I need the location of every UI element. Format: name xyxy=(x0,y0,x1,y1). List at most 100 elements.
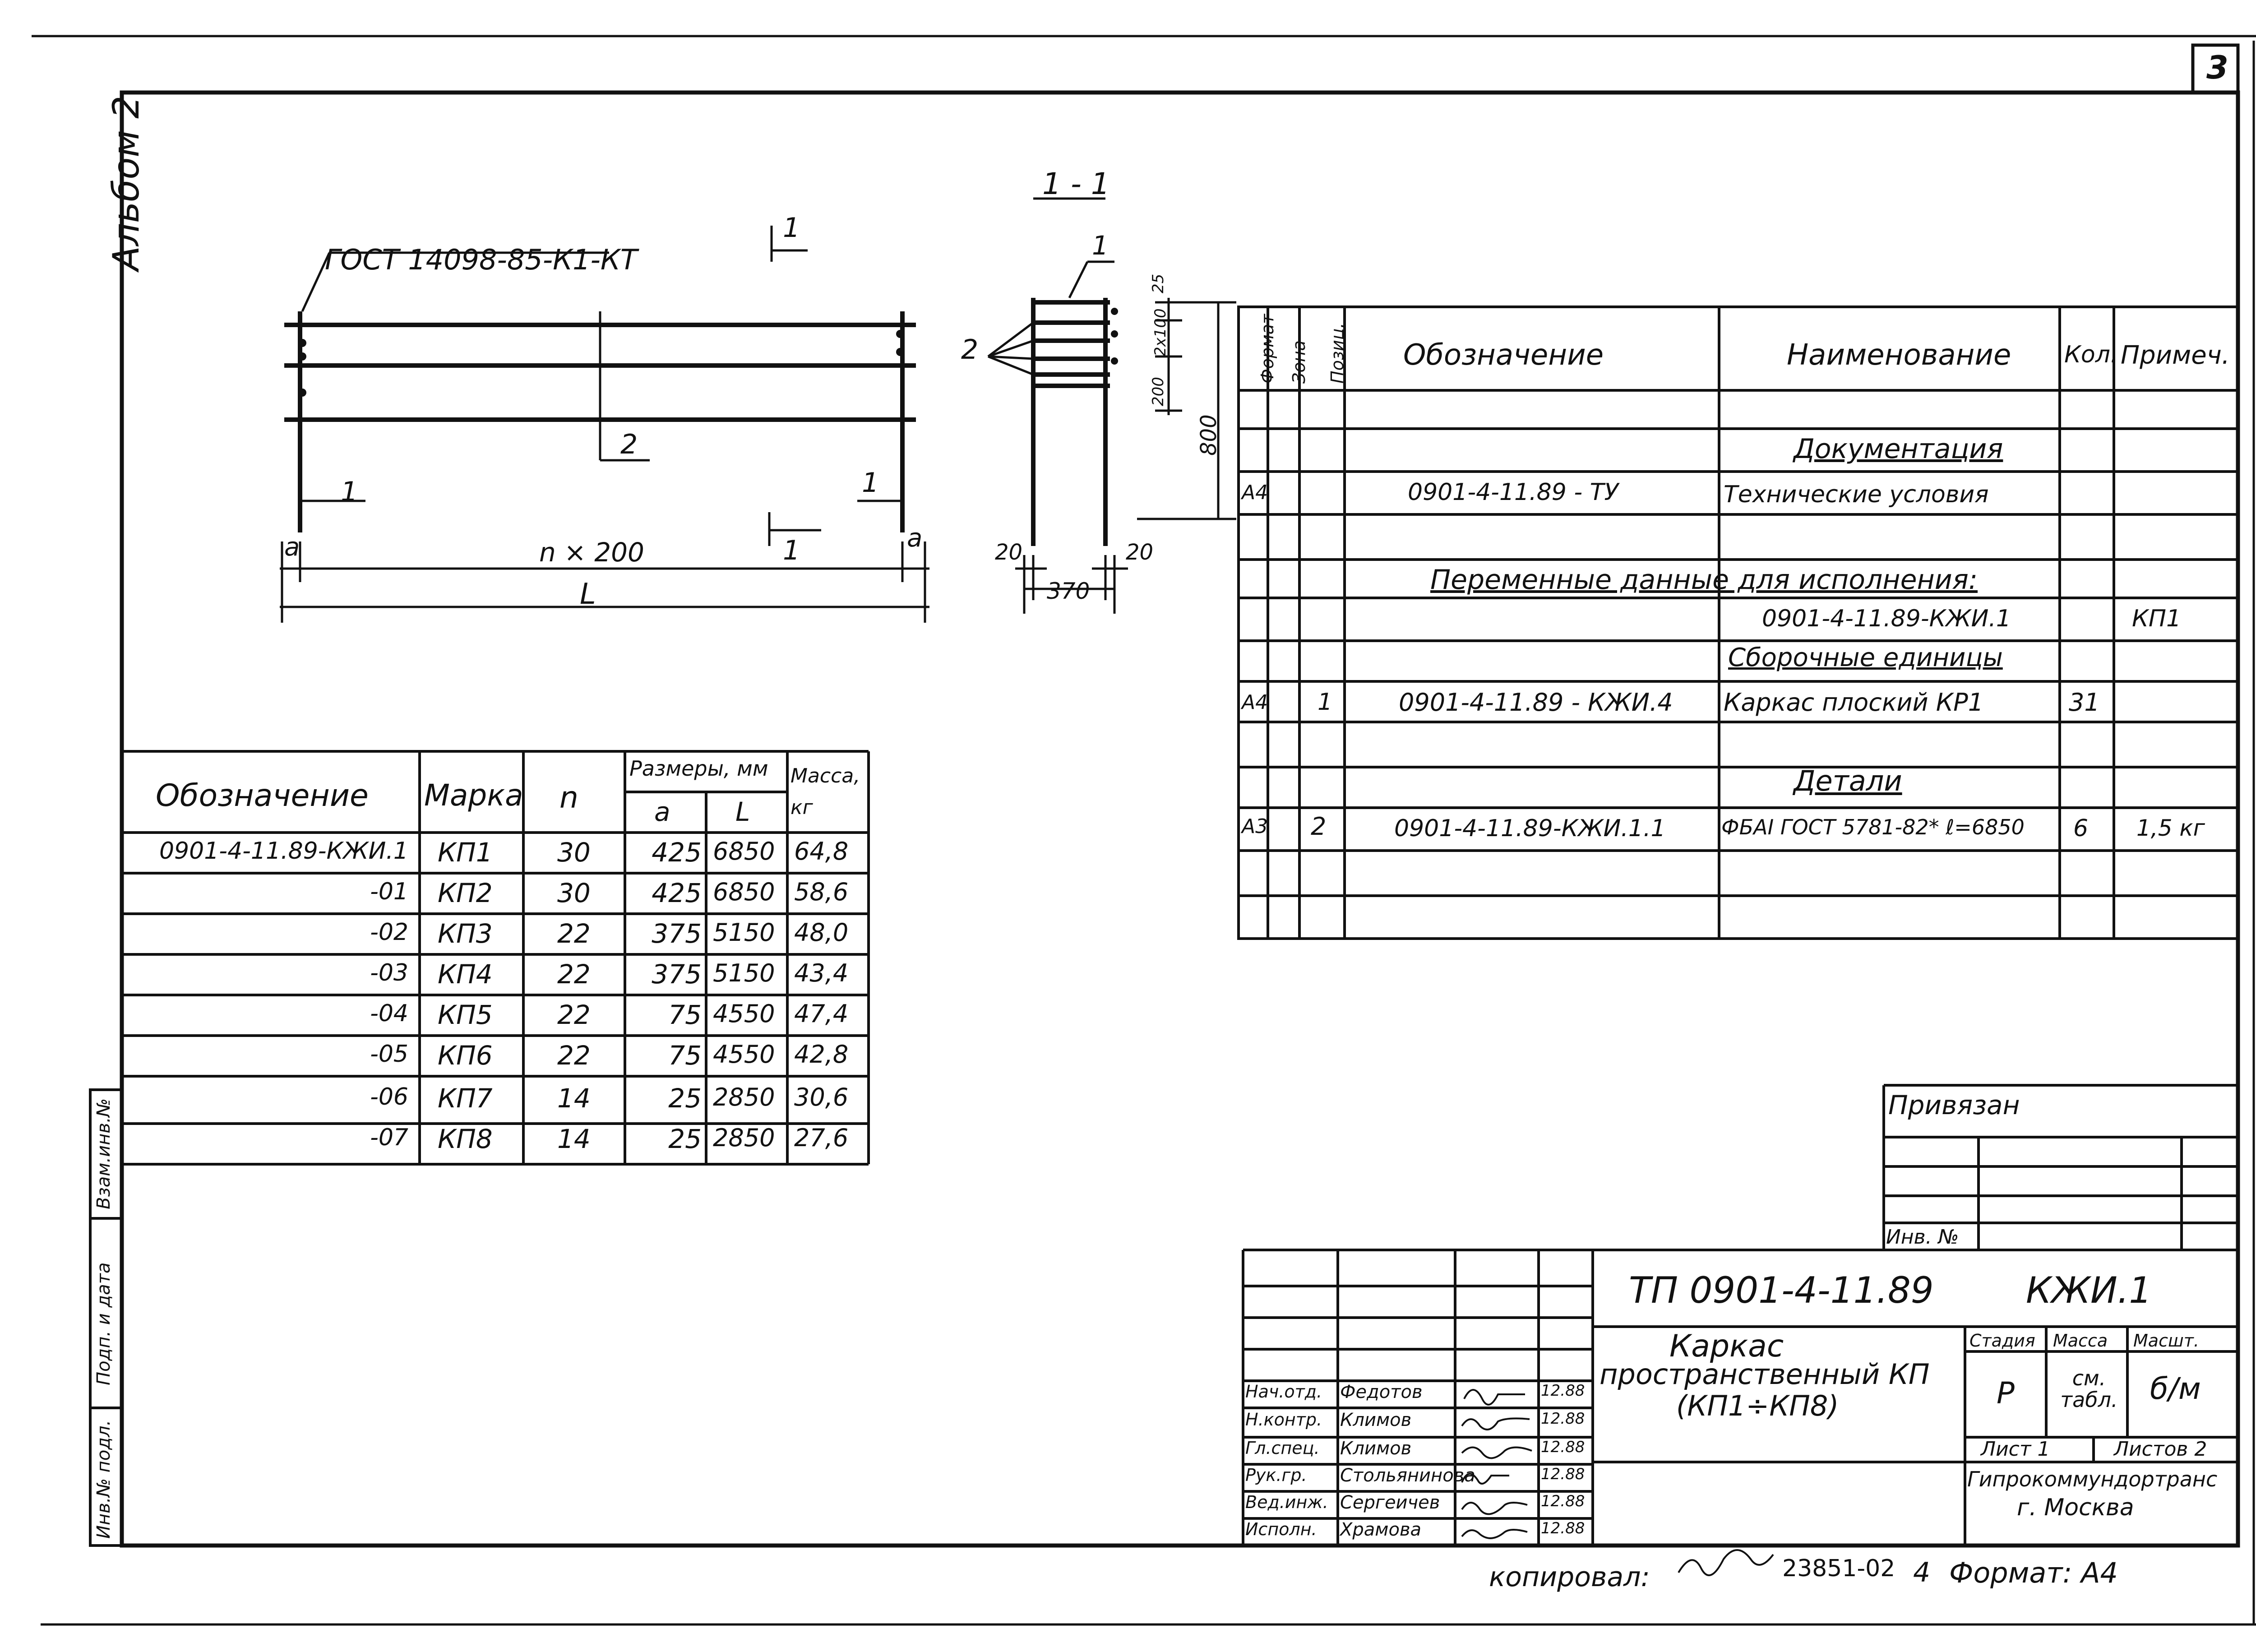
spec-row-6-pos: 1 xyxy=(1318,689,1333,716)
spec-header-designation: Обозначение xyxy=(1403,338,1604,372)
variant-cell-mark: КП6 xyxy=(438,1040,493,1071)
elevation-position-2: 2 xyxy=(620,429,638,460)
spec-row-6-format: А4 xyxy=(1242,691,1268,714)
stage-label: Стадия xyxy=(1969,1331,2035,1351)
spec-heading-docs: Документация xyxy=(1794,433,2003,465)
variant-cell-mark: КП8 xyxy=(438,1124,493,1154)
section-cut-mark-right: 1 xyxy=(862,467,879,499)
dim-370: 370 xyxy=(1047,578,1090,604)
dim-L: L xyxy=(580,578,596,611)
dim-2x100: 2х100 xyxy=(1151,308,1170,356)
spec-row-6-name: Каркас плоский КР1 xyxy=(1724,688,1984,717)
spec-row-6-qty: 31 xyxy=(2069,688,2100,717)
footer-format: Формат: А4 xyxy=(1949,1556,2118,1589)
spec-row-9-note: 1,5 кг xyxy=(2136,815,2205,841)
footer-sheet: 4 xyxy=(1913,1557,1931,1588)
spec-row-1-format: А4 xyxy=(1242,481,1268,504)
spec-row-9-designation: 0901-4-11.89-КЖИ.1.1 xyxy=(1394,815,1666,842)
variant-cell-n: 30 xyxy=(557,837,591,868)
signer-name: Стольянинова xyxy=(1340,1465,1475,1486)
spec-row-1-designation: 0901-4-11.89 - ТУ xyxy=(1408,479,1619,506)
signer-name: Климов xyxy=(1340,1410,1412,1430)
dim-25: 25 xyxy=(1149,273,1167,293)
variant-cell-designation: -04 xyxy=(370,1000,408,1027)
org-name: Гипрокоммундортранс xyxy=(1967,1467,2218,1491)
footer-number: 23851-02 xyxy=(1782,1555,1895,1582)
signatures xyxy=(1461,1389,1774,1576)
spec-header-qty: Кол. xyxy=(2064,341,2118,368)
spec-row-6-designation: 0901-4-11.89 - КЖИ.4 xyxy=(1399,688,1673,717)
footer-copied: копировал: xyxy=(1489,1561,1650,1593)
spec-row-9-pos: 2 xyxy=(1311,812,1327,841)
spec-header-name: Наименование xyxy=(1787,338,2011,372)
spec-row-9-format: А3 xyxy=(1242,815,1268,838)
section-position-2: 2 xyxy=(961,334,979,366)
variant-cell-designation: -05 xyxy=(370,1041,408,1068)
scale-label: Масшт. xyxy=(2133,1331,2199,1351)
variant-cell-mark: КП2 xyxy=(438,878,493,908)
signer-role: Исполн. xyxy=(1245,1519,1317,1539)
variant-cell-n: 22 xyxy=(557,1000,591,1030)
variant-cell-L: 6850 xyxy=(713,878,775,906)
dim-20-left: 20 xyxy=(995,540,1023,565)
var-header-mass: Масса, кг xyxy=(791,764,860,819)
variant-cell-mark: КП3 xyxy=(438,918,493,949)
variant-cell-designation: 0901-4-11.89-КЖИ.1 xyxy=(159,838,408,865)
var-header-designation: Обозначение xyxy=(156,778,369,814)
title-doc: КЖИ.1 xyxy=(2026,1269,2152,1311)
title-code: ТП 0901-4-11.89 xyxy=(1629,1269,1934,1311)
variant-cell-mark: КП1 xyxy=(438,837,493,868)
variant-cell-designation: -02 xyxy=(370,919,408,946)
variant-cell-L: 2850 xyxy=(713,1124,775,1152)
variant-cell-mass: 27,6 xyxy=(794,1124,849,1152)
variant-cell-n: 14 xyxy=(557,1124,591,1154)
spec-row-4-note: КП1 xyxy=(2132,605,2182,632)
variant-cell-mark: КП7 xyxy=(438,1083,493,1114)
signer-role: Рук.гр. xyxy=(1245,1465,1307,1485)
signer-role: Вед.инж. xyxy=(1245,1492,1328,1512)
var-header-sizes: Размеры, мм xyxy=(629,756,768,781)
dim-200: 200 xyxy=(1149,377,1167,406)
dim-a-right: a xyxy=(907,523,923,553)
variant-cell-mass: 42,8 xyxy=(794,1040,849,1069)
org-city: г. Москва xyxy=(2017,1494,2134,1521)
section-mark-top: 1 xyxy=(783,212,800,244)
variant-cell-n: 22 xyxy=(557,959,591,990)
signer-date: 12.88 xyxy=(1541,1382,1585,1400)
album-label: Альбом 2 xyxy=(105,96,147,271)
spec-row-1-name: Технические условия xyxy=(1724,481,1989,508)
variant-cell-n: 14 xyxy=(557,1083,591,1114)
gost-label: ГОСТ 14098-85-К1-КТ xyxy=(325,243,638,276)
variant-cell-n: 22 xyxy=(557,1040,591,1071)
scale-value: б/м xyxy=(2150,1371,2201,1406)
signer-name: Сергеичев xyxy=(1340,1492,1440,1513)
spec-header-note: Примеч. xyxy=(2121,341,2230,370)
variant-cell-L: 4550 xyxy=(713,1040,775,1069)
variant-cell-mark: КП5 xyxy=(438,1000,493,1030)
title-line-3: (КП1÷КП8) xyxy=(1676,1389,1839,1422)
section-label: 1 - 1 xyxy=(1042,167,1110,201)
variant-cell-a: 25 xyxy=(668,1083,702,1114)
spec-header-zone: Зона xyxy=(1289,340,1309,384)
spec-heading-assemblies: Сборочные единицы xyxy=(1728,643,2003,672)
signer-name: Климов xyxy=(1340,1438,1412,1459)
spec-heading-parts: Детали xyxy=(1794,764,1902,797)
var-header-L: L xyxy=(735,796,750,827)
variant-cell-mass: 43,4 xyxy=(794,959,849,987)
variant-cell-L: 4550 xyxy=(713,1000,775,1028)
var-header-a: a xyxy=(654,796,670,827)
signer-role: Гл.спец. xyxy=(1245,1438,1320,1458)
variant-cell-a: 375 xyxy=(652,959,702,990)
variant-cell-mass: 58,6 xyxy=(794,878,849,906)
title-line-1: Каркас xyxy=(1669,1328,1784,1364)
signer-date: 12.88 xyxy=(1541,1519,1585,1537)
side-stamp-replace: Взам.инв.№ xyxy=(93,1098,114,1209)
dim-800: 800 xyxy=(1196,414,1221,456)
bound-title: Привязан xyxy=(1888,1090,2020,1120)
spec-row-4-name: 0901-4-11.89-КЖИ.1 xyxy=(1762,605,2011,632)
variant-cell-mass: 30,6 xyxy=(794,1083,849,1111)
variant-cell-L: 6850 xyxy=(713,837,775,865)
variant-cell-a: 25 xyxy=(668,1124,702,1154)
variant-cell-designation: -07 xyxy=(370,1124,408,1151)
